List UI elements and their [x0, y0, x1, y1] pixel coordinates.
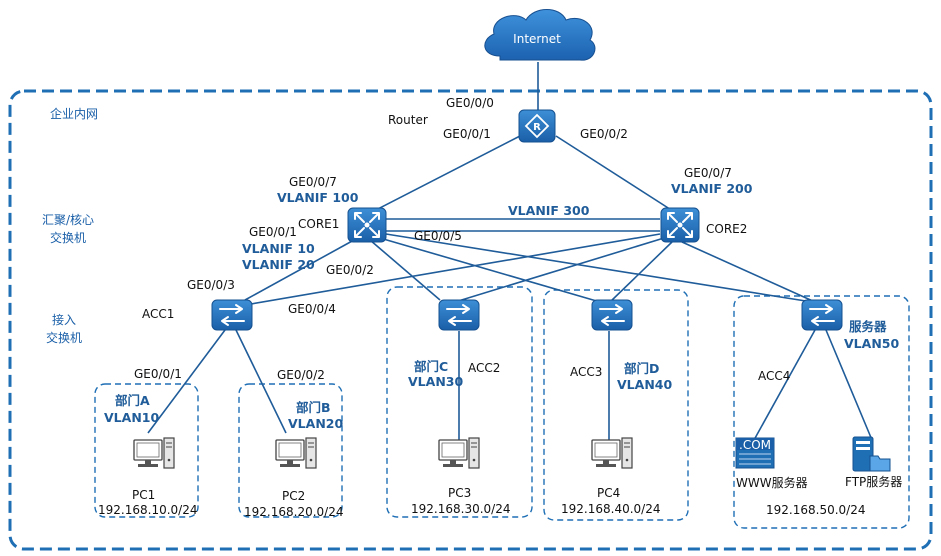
- www-server-icon: .COM: [735, 437, 775, 469]
- pc2-label: PC2: [282, 489, 305, 503]
- pc1-label: PC1: [132, 488, 155, 502]
- link-acc4-ftp: [825, 329, 873, 441]
- pc3-label: PC3: [448, 486, 471, 500]
- pc4-subnet: 192.168.40.0/24: [561, 502, 660, 516]
- link-core1-acc4: [385, 233, 813, 303]
- core1-vlanif-up: VLANIF 100: [277, 190, 359, 205]
- link-core1-acc3: [379, 237, 601, 303]
- core1-vlanif-10: VLANIF 10: [242, 241, 315, 256]
- core1-vlanif-20: VLANIF 20: [242, 257, 315, 272]
- ftp-server-label: FTP服务器: [845, 474, 902, 489]
- link-core2-acc3: [609, 241, 673, 303]
- acc1-name: ACC1: [142, 307, 174, 321]
- core1-port-up: GE0/0/7: [289, 175, 337, 189]
- core1-name: CORE1: [298, 217, 339, 231]
- internet-label: Internet: [513, 32, 561, 46]
- dept-a-group: [94, 383, 199, 518]
- pc3-icon: [438, 437, 480, 469]
- ftp-server-icon: [852, 436, 891, 472]
- acc2-name: ACC2: [468, 361, 500, 375]
- link-router-core1: [369, 135, 521, 214]
- core-link-vlanif: VLANIF 300: [508, 203, 590, 218]
- dept-a-vlan: VLAN10: [104, 410, 159, 425]
- link-acc1-pc1: [147, 329, 226, 434]
- server-subnet: 192.168.50.0/24: [766, 503, 865, 517]
- zone-access-label-1: 接入: [52, 312, 76, 327]
- core1-port-link: GE0/0/5: [414, 229, 462, 243]
- dept-d-group: [543, 289, 689, 521]
- link-core2-acc1: [244, 233, 661, 306]
- core2-switch-icon: [660, 207, 700, 243]
- pc2-subnet: 192.168.20.0/24: [244, 505, 343, 519]
- link-acc4-www: [753, 329, 816, 441]
- links: [147, 62, 873, 441]
- pc1-subnet: 192.168.10.0/24: [98, 503, 197, 517]
- acc3-switch-icon: [591, 299, 633, 331]
- internet-cloud-icon: Internet: [484, 9, 596, 61]
- link-acc1-pc2: [235, 329, 287, 434]
- pc4-icon: [591, 437, 633, 469]
- link-router-core2: [555, 135, 677, 214]
- dept-a-name: 部门A: [115, 393, 150, 408]
- dept-b-vlan: VLAN20: [288, 416, 343, 431]
- pc3-subnet: 192.168.30.0/24: [411, 502, 510, 516]
- core2-port-up: GE0/0/7: [684, 166, 732, 180]
- core1-switch-icon: [347, 207, 387, 243]
- dept-c-group: [386, 286, 533, 518]
- router-port-right: GE0/0/2: [580, 127, 628, 141]
- pc2-icon: [275, 437, 317, 469]
- www-server-label: WWW服务器: [736, 475, 808, 490]
- acc1-switch-icon: [211, 299, 253, 331]
- acc4-name: ACC4: [758, 369, 790, 383]
- acc2-switch-icon: [438, 299, 480, 331]
- core2-vlanif-up: VLANIF 200: [671, 181, 753, 196]
- dept-c-name: 部门C: [414, 359, 448, 374]
- zone-core-label-1: 汇聚/核心: [42, 213, 94, 227]
- core1-port-down: GE0/0/1: [249, 225, 297, 239]
- acc1-port-pc2: GE0/0/2: [277, 368, 325, 382]
- acc1-port-up: GE0/0/3: [187, 278, 235, 292]
- zone-enterprise-label: 企业内网: [50, 106, 98, 121]
- dept-b-group: [238, 383, 343, 518]
- www-badge: .COM: [739, 438, 771, 452]
- zone-core-label-2: 交换机: [50, 230, 86, 245]
- acc4-switch-icon: [801, 299, 843, 331]
- core2-name: CORE2: [706, 222, 747, 236]
- server-group-vlan: VLAN50: [844, 336, 899, 351]
- router-name: Router: [388, 113, 428, 127]
- acc3-name: ACC3: [570, 365, 602, 379]
- server-group-name: 服务器: [849, 319, 887, 334]
- pc4-label: PC4: [597, 486, 620, 500]
- link-core1-acc2: [369, 239, 441, 301]
- dept-d-name: 部门D: [624, 361, 659, 376]
- server-group: [733, 295, 910, 529]
- dept-d-vlan: VLAN40: [617, 377, 672, 392]
- dept-b-name: 部门B: [296, 400, 331, 415]
- link-core2-acc2: [454, 237, 665, 303]
- router-port-left: GE0/0/1: [443, 127, 491, 141]
- router-port-up: GE0/0/0: [446, 96, 494, 110]
- link-core2-acc4: [681, 241, 816, 303]
- pc1-icon: [133, 437, 175, 469]
- dept-c-vlan: VLAN30: [408, 374, 463, 389]
- core1-port-acc: GE0/0/2: [326, 263, 374, 277]
- zone-access-label-2: 交换机: [46, 330, 82, 345]
- svg-text:R: R: [533, 122, 541, 133]
- router-icon: R: [518, 109, 556, 143]
- acc1-port-pc1: GE0/0/1: [134, 367, 182, 381]
- acc1-port-right: GE0/0/4: [288, 302, 336, 316]
- link-core1-acc1: [244, 239, 355, 301]
